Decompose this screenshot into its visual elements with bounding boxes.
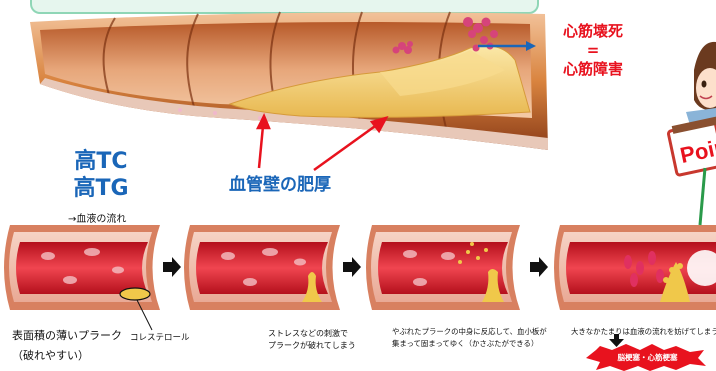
- top-artery: [30, 12, 548, 150]
- infarction-result-label: 脳梗塞・心筋梗塞: [595, 352, 700, 363]
- thin-plaque-caption: 表面積の薄いプラーク （破れやすい）: [12, 326, 122, 366]
- stage3-line1: やぶれたプラークの中身に反応して、血小板が: [392, 326, 547, 338]
- myocardial-necrosis-label: 心筋壊死 = 心筋障害: [553, 22, 633, 79]
- thin-plaque-line2: （破れやすい）: [12, 346, 122, 366]
- thin-plaque-line1: 表面積の薄いプラーク: [12, 326, 122, 346]
- point-badge: Poin: [668, 116, 716, 175]
- stage2-line1: ストレスなどの刺激で: [268, 328, 356, 340]
- stage-arrow-3: [530, 257, 548, 277]
- stage4-caption: 大きなかたまりは血液の流れを妨げてしまう: [571, 326, 716, 337]
- high-tc-label: 高TC: [66, 148, 136, 175]
- necrosis-equals: =: [553, 41, 633, 60]
- guide-character: [686, 42, 716, 125]
- stage2-caption: ストレスなどの刺激で プラークが破れてしまう: [268, 328, 356, 352]
- stage-arrow-2: [343, 257, 361, 277]
- vessel-stage-3: [366, 225, 520, 310]
- vessel-stage-1: [4, 225, 160, 310]
- badge-connector: [700, 168, 705, 225]
- stage2-line2: プラークが破れてしまう: [268, 340, 356, 352]
- high-tg-label: 高TG: [66, 175, 136, 202]
- lipid-label: 高TC 高TG: [66, 148, 136, 202]
- necrosis-line1: 心筋壊死: [553, 22, 633, 41]
- necrosis-line2: 心筋障害: [553, 60, 633, 79]
- vessel-stage-4: [554, 225, 716, 310]
- stage-arrow-1: [163, 257, 181, 277]
- blood-flow-label: →血液の流れ: [68, 210, 126, 225]
- stage3-caption: やぶれたプラークの中身に反応して、血小板が 集まって固まってゆく（かさぶたができ…: [392, 326, 547, 350]
- vessel-stage-2: [184, 225, 340, 310]
- vessel-wall-thickening-label: 血管壁の肥厚: [229, 170, 331, 195]
- cholesterol-label: コレステロール: [130, 331, 190, 343]
- stage3-line2: 集まって固まってゆく（かさぶたができる）: [392, 338, 547, 350]
